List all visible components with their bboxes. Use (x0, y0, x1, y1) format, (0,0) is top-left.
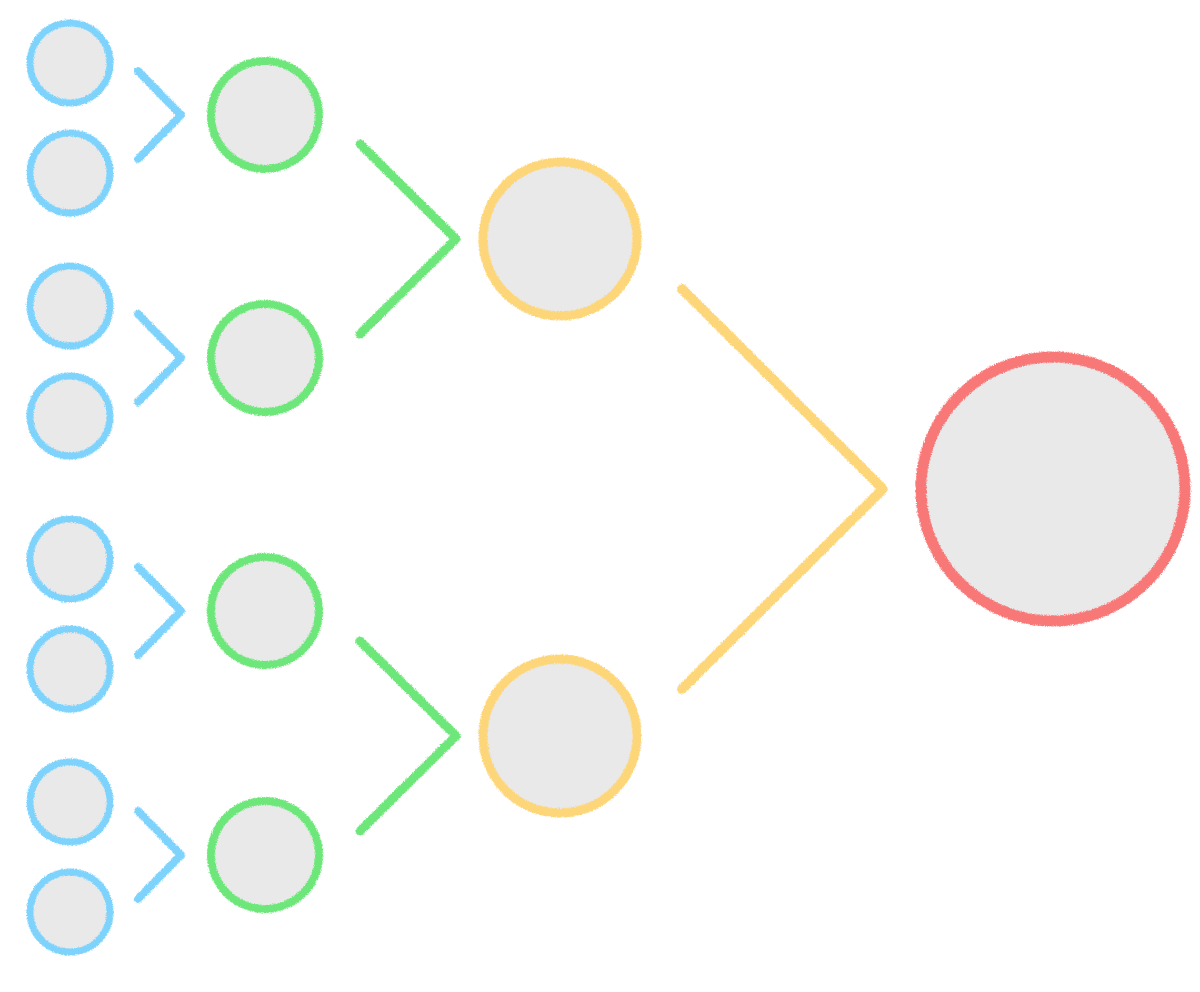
level-3-node-1 (478, 157, 642, 321)
connector-layer (134, 67, 888, 903)
level-2-node-2 (207, 300, 323, 416)
level-2-node-3 (207, 553, 323, 669)
leaves-node-4 (26, 372, 114, 460)
leaves-merge-connector-3 (134, 563, 185, 659)
leaves-node-2 (26, 129, 114, 217)
level-3-merge-connector-1 (677, 284, 888, 694)
level-2-merge-connector-1 (355, 139, 461, 339)
leaves-node-7 (26, 758, 114, 846)
leaves-node-1 (26, 19, 114, 107)
level-2-merge-connector-2 (355, 636, 461, 836)
leaves-merge-connector-1 (134, 67, 185, 163)
root-node-1 (915, 351, 1191, 627)
leaves-merge-connector-4 (134, 807, 185, 903)
leaves-node-6 (26, 625, 114, 713)
leaves-node-3 (26, 262, 114, 350)
node-layer (26, 19, 1191, 956)
level-3-node-2 (478, 654, 642, 818)
leaves-node-8 (26, 868, 114, 956)
leaves-node-5 (26, 515, 114, 603)
level-2-node-4 (207, 797, 323, 913)
leaves-merge-connector-2 (134, 310, 185, 406)
level-2-node-1 (207, 57, 323, 173)
